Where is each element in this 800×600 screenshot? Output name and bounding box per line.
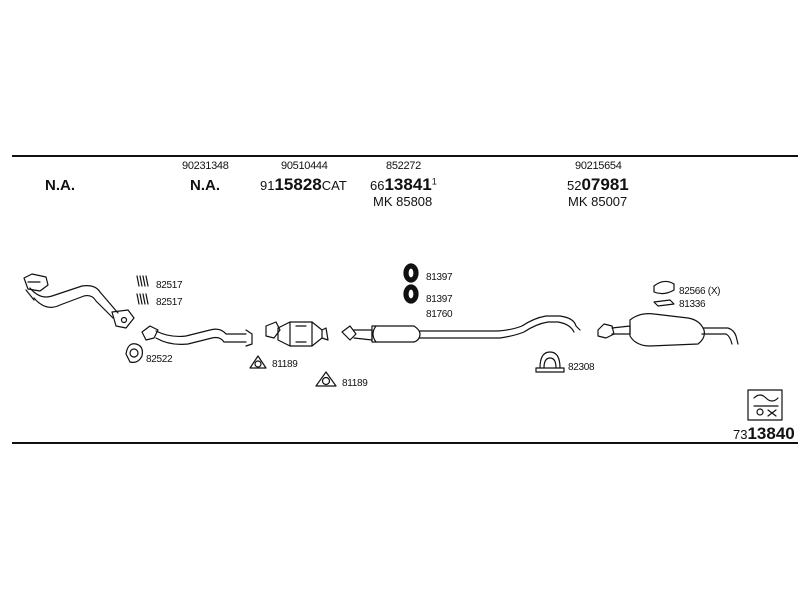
gasket-icon (125, 343, 143, 363)
centre-silencer-drawing (341, 315, 581, 343)
top-rule (12, 155, 798, 157)
label-81189-b: 81189 (342, 378, 368, 389)
col5-ref: 90215654 (575, 160, 622, 172)
col4-part-number: 66138411 (370, 175, 437, 195)
col4-mk: MK 85808 (373, 194, 433, 209)
front-pipe-drawing (23, 273, 135, 329)
col5-mk: MK 85007 (568, 194, 628, 209)
label-82308: 82308 (568, 362, 595, 373)
col4-number: 13841 (384, 175, 432, 194)
label-82517-b: 82517 (156, 297, 183, 308)
assembly-kit-icon (747, 389, 783, 421)
col3-number: 15828 (274, 175, 322, 194)
col5-prefix: 52 (567, 178, 582, 193)
flange-gasket-icon (315, 371, 337, 387)
col3-prefix: 91 (260, 178, 275, 193)
label-82517-a: 82517 (156, 280, 183, 291)
flange-gasket-icon (249, 355, 267, 369)
rubber-ring-fill (404, 264, 418, 282)
label-82566: 82566 (X) (679, 286, 721, 297)
label-81397-b: 81397 (426, 294, 453, 305)
col3-suffix: CAT (321, 178, 347, 193)
col4-prefix: 66 (370, 178, 385, 193)
label-81336: 81336 (679, 299, 706, 310)
rubber-ring-fill (404, 285, 418, 303)
col2-ref: 90231348 (182, 160, 229, 172)
kit-number: 13840 (747, 424, 795, 443)
kit-part-number: 7313840 (733, 424, 795, 444)
intermediate-pipe-drawing (141, 325, 253, 347)
col3-ref: 90510444 (281, 160, 328, 172)
bracket-icon (653, 299, 675, 307)
kit-prefix: 73 (733, 427, 748, 442)
col5-number: 07981 (581, 175, 629, 194)
rear-silencer-drawing (597, 313, 739, 347)
label-81189-a: 81189 (272, 359, 298, 370)
hanger-icon (653, 280, 675, 295)
bottom-rule (12, 442, 798, 444)
col5-part-number: 5207981 (567, 175, 629, 195)
col1-label: N.A. (45, 177, 75, 194)
catalytic-converter-drawing (265, 321, 329, 347)
label-82522: 82522 (146, 354, 173, 365)
col3-part-number: 9115828CAT (260, 175, 347, 195)
label-81397-a: 81397 (426, 272, 453, 283)
col4-mark: 1 (431, 176, 437, 187)
label-81760: 81760 (426, 309, 453, 320)
clamp-icon (535, 351, 565, 373)
spring-icon (136, 275, 149, 305)
col2-label: N.A. (190, 177, 220, 194)
col4-ref: 852272 (386, 160, 421, 172)
